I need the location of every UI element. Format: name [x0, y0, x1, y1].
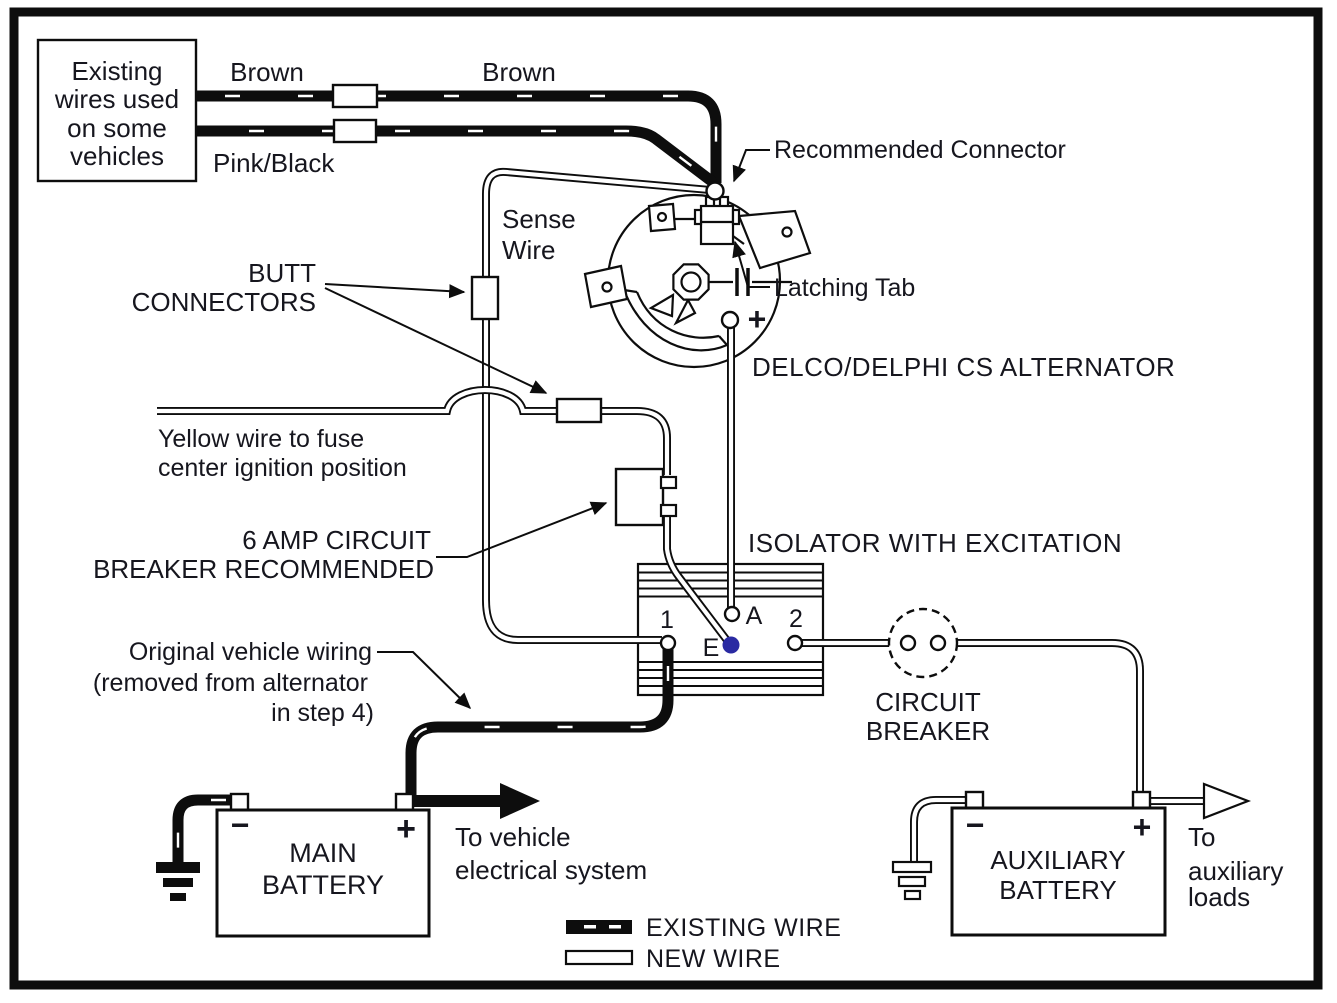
main-battery-minus: −	[231, 807, 250, 843]
aux-battery-minus: −	[966, 807, 985, 843]
original-wiring-leader	[377, 651, 472, 709]
terminal-2-label: 2	[789, 605, 803, 633]
legend-existing-swatch	[566, 920, 632, 934]
main-battery-plus: +	[396, 810, 416, 848]
connector-terminal	[705, 181, 725, 201]
legend-existing-label: EXISTING WIRE	[646, 914, 841, 942]
legend	[564, 920, 634, 966]
latching-tab-leader	[732, 240, 770, 288]
to-aux-label-1: To	[1188, 822, 1215, 852]
original-wiring-label-3: in step 4)	[271, 699, 374, 727]
alternator-connector	[693, 181, 745, 246]
circuit-breaker-label-2: BREAKER	[866, 716, 990, 746]
new-wires	[157, 167, 1252, 901]
yellow-wire-right	[599, 407, 671, 475]
sense-wire-label-2: Wire	[502, 235, 555, 265]
battery-post	[1131, 790, 1152, 811]
butt-connectors-label-2: CONNECTORS	[132, 287, 316, 317]
aux-battery-plus: +	[1133, 809, 1152, 845]
aux-battery	[950, 790, 1167, 937]
six-amp-label-1: 6 AMP CIRCUIT	[242, 525, 431, 555]
alternator-label: DELCO/DELPHI CS ALTERNATOR	[752, 352, 1175, 382]
existing-wires-box	[36, 38, 198, 183]
circuit-breaker-label-1: CIRCUIT	[875, 687, 981, 717]
terminal-2	[786, 634, 804, 652]
latching-tab-label: Latching Tab	[774, 274, 915, 302]
isolator-label: ISOLATOR WITH EXCITATION	[748, 528, 1122, 558]
terminal-1-label: 1	[660, 606, 674, 634]
butt-connector-icon	[331, 83, 379, 109]
terminal-e-dot	[722, 636, 740, 654]
source-box-line4: vehicles	[70, 141, 164, 171]
alternator-plus-sign: +	[748, 301, 767, 337]
original-wiring-label-2: (removed from alternator	[93, 669, 368, 697]
yellow-wire-label-1: Yellow wire to fuse	[158, 425, 364, 453]
butt-connector-leader-1	[324, 283, 466, 299]
brown-wire	[197, 90, 722, 183]
brown-label-left: Brown	[230, 57, 304, 87]
butt-connectors	[331, 83, 603, 424]
ground-icon	[891, 860, 933, 874]
source-box-line1: Existing	[71, 56, 162, 86]
butt-connectors-label-1: BUTT	[248, 258, 316, 288]
yellow-wire-label-2: center ignition position	[158, 454, 407, 482]
butt-connector-icon	[332, 118, 378, 144]
source-box-line2: wires used	[54, 84, 179, 114]
to-vehicle-label-1: To vehicle	[455, 822, 571, 852]
main-battery-label-1: MAIN	[289, 838, 357, 868]
six-amp-label-2: BREAKER RECOMMENDED	[93, 554, 434, 584]
original-wiring-label-1: Original vehicle wiring	[129, 638, 372, 666]
legend-new-label: NEW WIRE	[646, 945, 781, 973]
terminal-1	[659, 634, 677, 652]
isolator-terminals	[659, 605, 804, 654]
battery-post	[394, 792, 415, 813]
butt-connector-icon	[555, 397, 603, 424]
source-box-line3: on some	[67, 113, 167, 143]
legend-new-swatch	[564, 949, 634, 966]
alternator-plus-terminal	[720, 310, 740, 330]
six-amp-breaker	[614, 467, 678, 527]
to-vehicle-label-2: electrical system	[455, 855, 647, 885]
original-vehicle-wire	[405, 646, 674, 798]
main-battery-ground-wire	[172, 794, 240, 864]
terminal-a-label: A	[746, 602, 763, 630]
aux-battery-label-1: AUXILIARY	[990, 845, 1125, 875]
mount-plate	[737, 209, 812, 270]
butt-connector-leader-2	[324, 287, 548, 394]
to-aux-label-3: loads	[1188, 882, 1250, 912]
terminal-a	[723, 605, 741, 623]
fan-blade	[673, 297, 697, 326]
terminal-e-label: E	[703, 634, 720, 662]
circuit-breaker	[887, 607, 959, 679]
six-amp-leader	[436, 501, 608, 558]
pink-black-label: Pink/Black	[213, 148, 335, 178]
callout-leaders	[324, 149, 770, 709]
ground-icon	[163, 878, 193, 887]
ground-icon	[903, 889, 922, 901]
ground-icon	[156, 862, 200, 873]
main-battery	[215, 792, 431, 938]
sense-wire-label-1: Sense	[502, 204, 576, 234]
butt-connector-icon	[470, 275, 500, 321]
aux-battery-label-2: BATTERY	[999, 875, 1117, 905]
to-aux-arrow-icon	[1202, 782, 1252, 820]
diagram-border	[9, 7, 1323, 990]
existing-wires	[156, 90, 722, 901]
recommended-connector-label: Recommended Connector	[774, 136, 1066, 164]
main-battery-label-2: BATTERY	[262, 870, 384, 900]
ground-icon	[170, 893, 186, 901]
brown-label-right: Brown	[482, 57, 556, 87]
recommended-connector-leader	[732, 149, 770, 183]
fan-blade	[648, 293, 675, 318]
to-aux-label-2: auxiliary	[1188, 856, 1283, 886]
ground-icon	[897, 875, 927, 888]
to-vehicle-arrow-icon	[500, 783, 540, 819]
